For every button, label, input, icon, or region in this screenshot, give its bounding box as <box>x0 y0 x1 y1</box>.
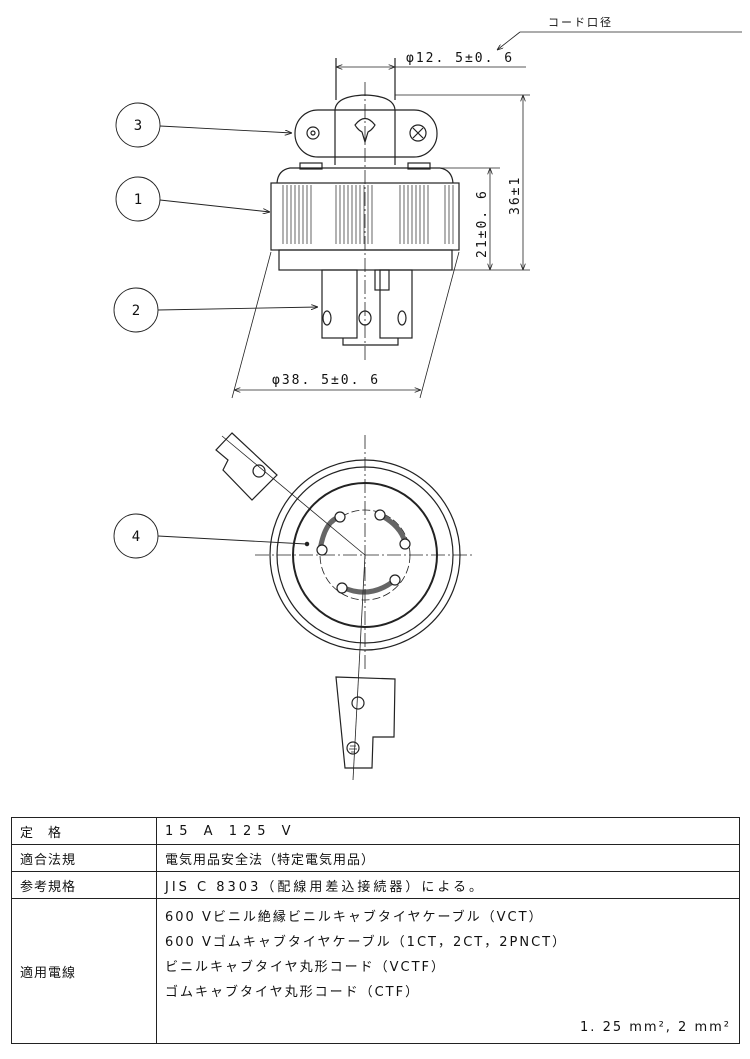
rating-label: 定 格 <box>11 817 157 845</box>
total-height-value: 36±1 <box>508 176 523 215</box>
callout-3-label: 3 <box>134 118 142 134</box>
cable-type: 600 Vゴムキャブタイヤケーブル（1CT，2CT，2PNCT） <box>165 934 568 950</box>
cable-type: 600 Vビニル絶縁ビニルキャブタイヤケーブル（VCT） <box>165 909 544 925</box>
height-dimensions <box>231 94 530 399</box>
plug-technical-drawing: 3 1 2 4 コード口径 φ12. 5±0. 6 φ38. 5±0. 6 21… <box>113 16 742 781</box>
callout-4-label: 4 <box>132 529 140 545</box>
plug-side-view <box>270 82 460 360</box>
regulation-label: 適合法規 <box>11 844 157 872</box>
cable-type: ゴムキャブタイヤ丸形コード（CTF） <box>165 984 421 1000</box>
body-height-value: 21±0. 6 <box>475 189 490 258</box>
spec-table: 定 格 15 A 125 V 適合法規 電気用品安全法（特定電気用品） 参考規格… <box>11 817 740 1044</box>
applicable-cable-label: 適用電線 <box>11 898 157 1044</box>
standard-value: JIS C 8303（配線用差込接続器）による。 <box>156 871 740 899</box>
cord-diameter-label: コード口径 <box>548 16 613 29</box>
cord-diameter-value: φ12. 5±0. 6 <box>406 51 514 66</box>
cable-type: ビニルキャブタイヤ丸形コード（VCTF） <box>165 959 446 975</box>
body-diameter-value: φ38. 5±0. 6 <box>272 373 380 388</box>
callout-2-label: 2 <box>132 303 140 319</box>
table-row: 適用電線 600 Vビニル絶縁ビニルキャブタイヤケーブル（VCT） 600 Vゴ… <box>11 898 740 1044</box>
table-row: 定 格 15 A 125 V <box>11 817 740 845</box>
callout-1 <box>115 176 161 222</box>
table-row: 適合法規 電気用品安全法（特定電気用品） <box>11 844 740 872</box>
callout-3 <box>115 102 161 148</box>
standard-label: 参考規格 <box>11 871 157 899</box>
regulation-value: 電気用品安全法（特定電気用品） <box>156 844 740 872</box>
callout-1-label: 1 <box>134 192 142 208</box>
table-row: 参考規格 JIS C 8303（配線用差込接続器）による。 <box>11 871 740 899</box>
cord-diameter-dimension <box>335 31 742 100</box>
plug-face-view <box>215 432 475 781</box>
cable-sizes: 1. 25 mm², 2 mm² <box>580 1019 731 1035</box>
rating-value: 15 A 125 V <box>156 817 740 845</box>
